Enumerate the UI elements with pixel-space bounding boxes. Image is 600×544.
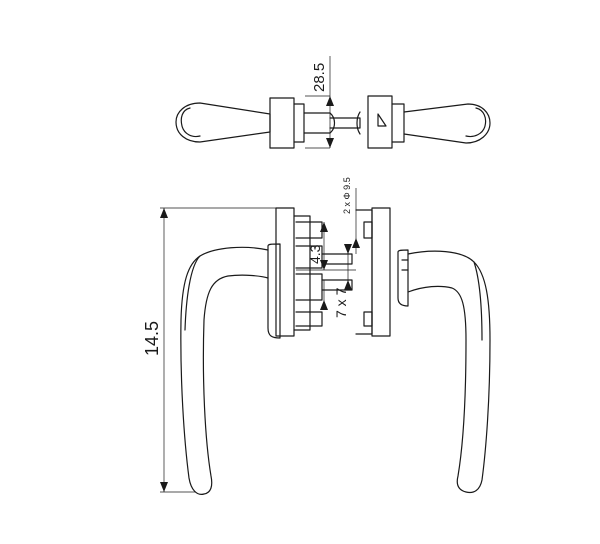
dimension-screw-holes: 2 x Φ 9.5 [342, 177, 360, 254]
dimension-rosette-width: 28.5 [305, 56, 334, 149]
left-lever [180, 243, 281, 495]
spindle-section [296, 253, 356, 291]
dimension-handle-height: 14.5 [142, 207, 276, 493]
right-lever [397, 249, 491, 494]
dimension-screw-holes-label: 2 x Φ 9.5 [342, 177, 352, 214]
top-view-spindle [329, 117, 361, 129]
top-view-right-lever [356, 95, 491, 149]
dimension-handle-height-label: 14.5 [142, 321, 162, 356]
dimension-offset: 4.3 [307, 222, 328, 270]
top-view-left-lever [175, 97, 336, 149]
dimension-square-spindle: 7 x 7 [320, 244, 352, 318]
left-rosette [275, 207, 323, 337]
right-rosette [355, 207, 391, 337]
dimension-rosette-width-label: 28.5 [311, 63, 328, 92]
dimension-square-spindle-label: 7 x 7 [333, 287, 349, 318]
dimension-offset-label: 4.3 [307, 244, 323, 264]
top-view: 28.5 [175, 56, 491, 149]
side-view: 14.5 4.3 7 x 7 2 x Φ 9.5 [142, 177, 491, 495]
